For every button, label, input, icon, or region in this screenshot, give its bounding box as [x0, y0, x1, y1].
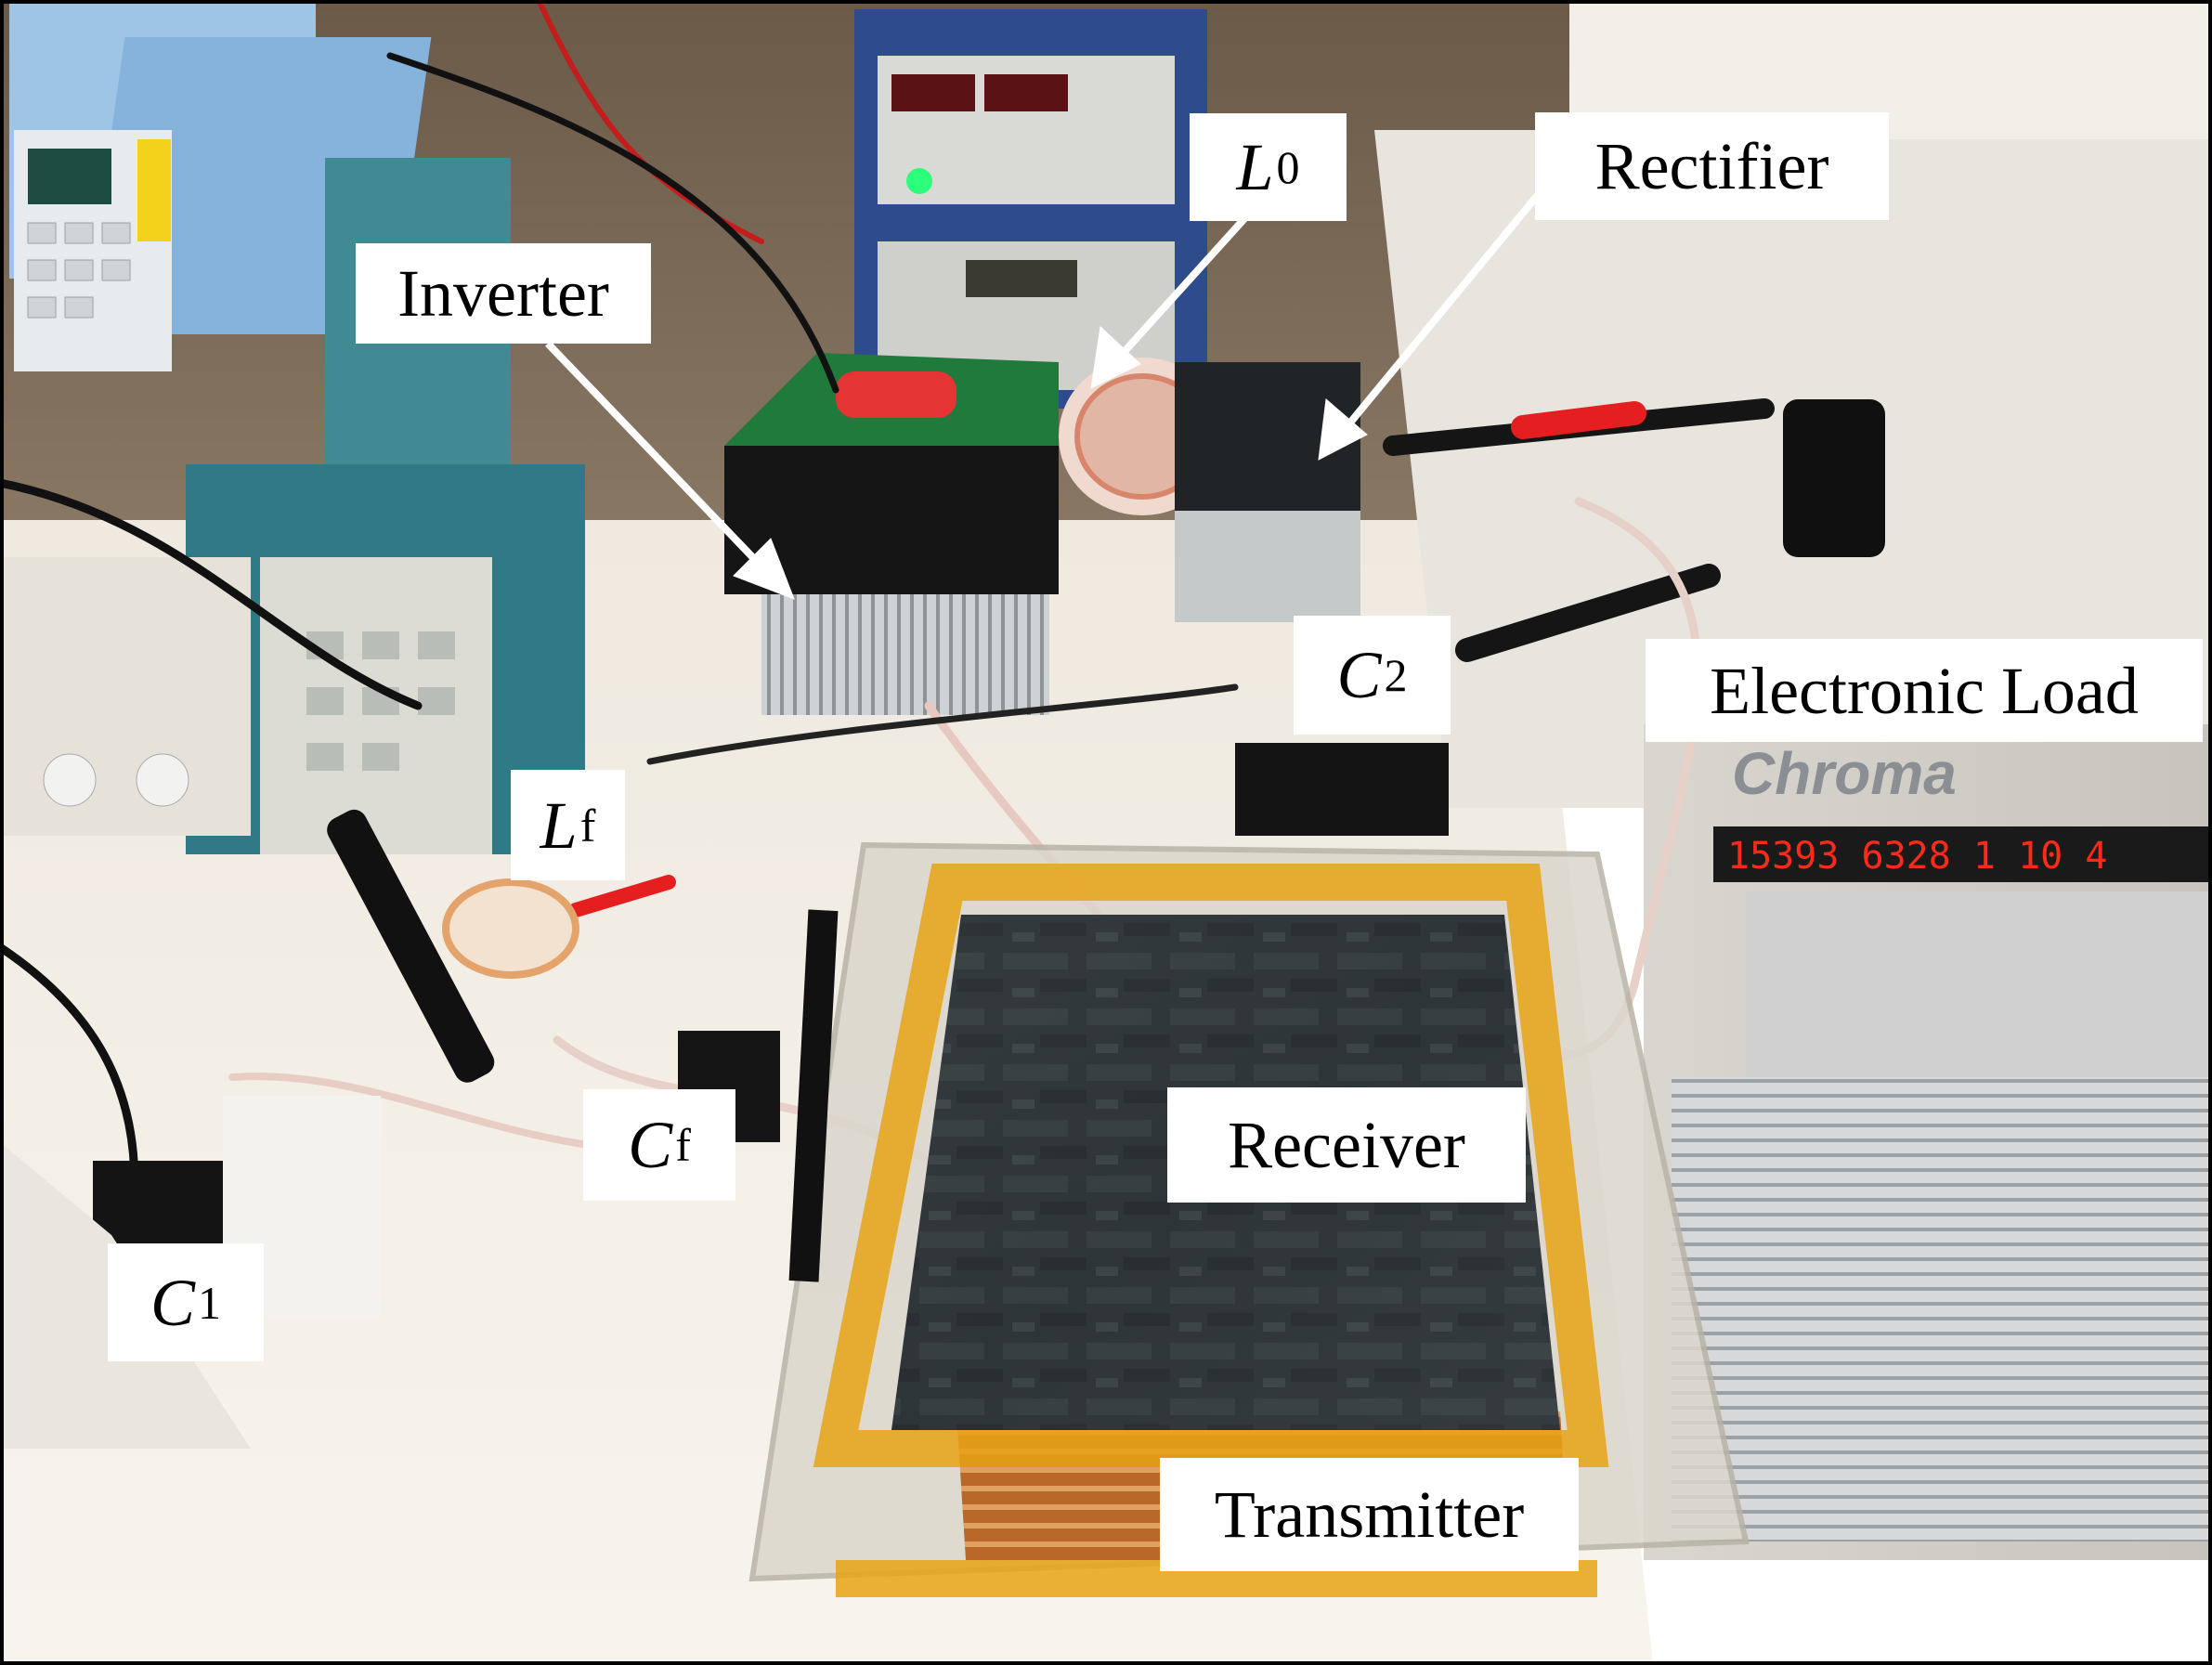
label-receiver: Receiver: [1167, 1087, 1526, 1203]
label-inverter: Inverter: [356, 243, 651, 344]
scope-probes: [1383, 398, 1885, 662]
lf-inductor: [442, 878, 579, 979]
scope-screen: [28, 149, 111, 204]
load-control-panel: [1746, 891, 2212, 1077]
label-c1-sub: 1: [198, 1276, 222, 1329]
power-led-green: [906, 168, 932, 194]
kapton-tape-frame: [813, 864, 1609, 1467]
label-rectifier: Rectifier: [1535, 112, 1889, 220]
label-l0-main: L: [1236, 130, 1274, 204]
label-c1-main: C: [150, 1265, 196, 1340]
label-transmitter: Transmitter: [1160, 1458, 1579, 1571]
knob-left-2: [136, 753, 189, 807]
label-cf-sub: f: [675, 1119, 691, 1171]
yellow-warning-sticker: [137, 139, 171, 241]
label-lf-sub: f: [579, 799, 596, 852]
load-vents: [1672, 1077, 2212, 1541]
annotation-arrows: [545, 188, 1545, 600]
white-instrument-left: [0, 557, 251, 836]
label-electronic-load: Electronic Load: [1646, 639, 2203, 742]
chroma-logo: Chroma: [1732, 740, 1957, 807]
label-l0-sub: 0: [1276, 141, 1300, 193]
scope-buttons: [27, 222, 131, 319]
c2-capacitor: [1235, 743, 1449, 836]
inverter-red-components: [836, 371, 956, 418]
load-display-panel: [1713, 826, 2212, 882]
inverter-heatsink: [761, 576, 1049, 715]
label-lf-main: L: [540, 787, 578, 863]
black-rail: [788, 909, 839, 1282]
dc-supply-display-1: [891, 74, 975, 111]
label-c2-main: C: [1336, 638, 1382, 712]
current-probe: [327, 809, 495, 1083]
dc-supply-display-2: [984, 74, 1068, 111]
label-c2-sub: 2: [1384, 649, 1408, 701]
psu-buttons: [306, 631, 455, 771]
label-cf-main: C: [628, 1108, 673, 1182]
dc-supply-display-3: [966, 260, 1077, 297]
knob-left-1: [43, 753, 97, 807]
load-display-readout: 15393 6328 1 10 4: [1727, 835, 2107, 878]
